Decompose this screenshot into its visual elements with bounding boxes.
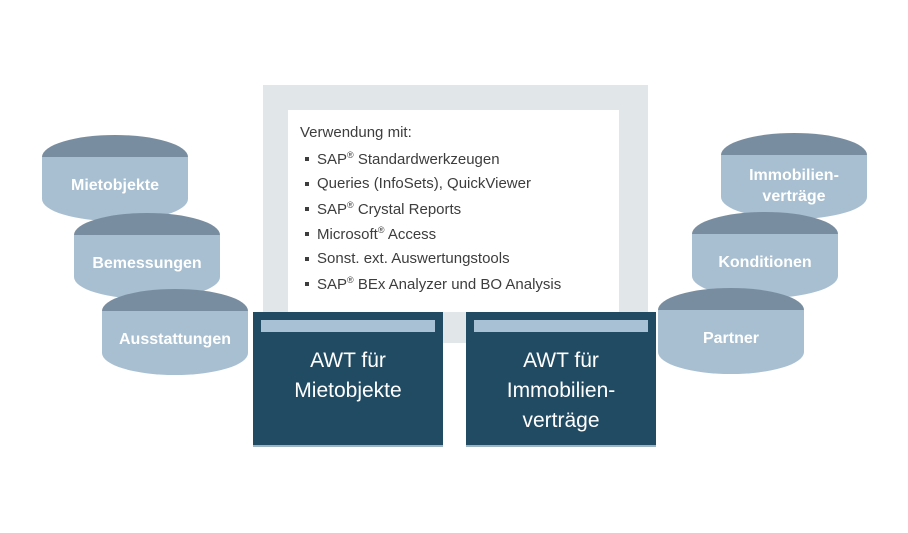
awt-box-mietobjekte: AWT für Mietobjekte (253, 312, 443, 447)
cylinder-partner: Partner (658, 288, 804, 374)
list-item-label: Microsoft® Access (317, 224, 437, 243)
list-item: Microsoft® Access (288, 221, 619, 246)
bullet-square-icon (305, 231, 309, 236)
list-item-label: Sonst. ext. Auswertungstools (317, 250, 510, 267)
list-item: SAP® Standardwerkzeugen (288, 146, 619, 171)
list-item-label: Queries (InfoSets), QuickViewer (317, 175, 531, 192)
cylinder-label: Mietobjekte (70, 177, 159, 194)
awt-box-titlebar (474, 320, 648, 332)
cylinder-label: Immobilien- verträge (749, 167, 839, 205)
cylinder-label: Bemessungen (92, 255, 202, 272)
list-item-label: SAP® Standardwerkzeugen (317, 149, 500, 168)
list-item: SAP® Crystal Reports (288, 196, 619, 221)
cylinder-body (658, 310, 804, 374)
list-item: Sonst. ext. Auswertungstools (288, 246, 619, 271)
cylinder-mietobjekte: Mietobjekte (42, 135, 188, 221)
bullet-square-icon (305, 256, 309, 261)
awt-box-label: AWT für Mietobjekte (294, 349, 402, 402)
bullet-square-icon (305, 181, 309, 186)
awt-box-label: AWT für Immobilien- verträge (506, 349, 616, 432)
bullet-square-icon (305, 206, 309, 211)
list-item-label: SAP® Crystal Reports (317, 199, 462, 218)
cylinder-body (721, 155, 867, 219)
usage-tool-list: SAP® Standardwerkzeugen Queries (InfoSet… (288, 146, 619, 296)
list-item: Queries (InfoSets), QuickViewer (288, 171, 619, 196)
cylinder-ausstattungen: Ausstattungen (102, 289, 248, 375)
cylinder-label: Konditionen (718, 254, 812, 271)
cylinder-label: Ausstattungen (119, 331, 231, 348)
list-item-label: SAP® BEx Analyzer und BO Analysis (317, 274, 562, 293)
cylinder-body (102, 311, 248, 375)
list-item: SAP® BEx Analyzer und BO Analysis (288, 271, 619, 296)
cylinder-body (42, 157, 188, 221)
cylinder-konditionen: Konditionen (692, 212, 838, 298)
cylinder-bemessungen: Bemessungen (74, 213, 220, 299)
usage-panel: Verwendung mit: SAP® Standardwerkzeugen … (288, 110, 619, 312)
usage-panel-title: Verwendung mit: (300, 124, 412, 141)
cylinder-immobilienvertraege: Immobilien- verträge (721, 133, 867, 219)
cylinder-body (692, 234, 838, 298)
awt-box-titlebar (261, 320, 435, 332)
bullet-square-icon (305, 156, 309, 161)
cylinder-label: Partner (702, 330, 760, 347)
cylinder-body (74, 235, 220, 299)
bullet-square-icon (305, 281, 309, 286)
awt-box-immobilienvertraege: AWT für Immobilien- verträge (466, 312, 656, 447)
